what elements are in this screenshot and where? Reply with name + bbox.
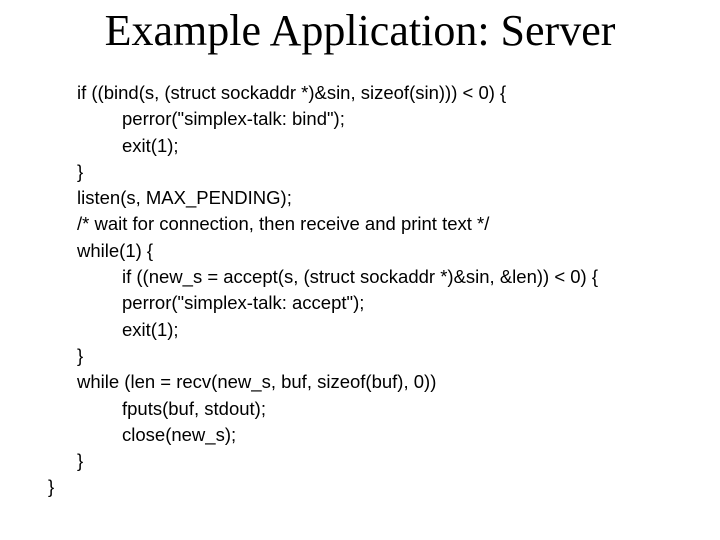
code-line: if ((bind(s, (struct sockaddr *)&sin, si… — [77, 82, 507, 103]
code-line: } — [77, 344, 84, 366]
code-block: if ((bind(s, (struct sockaddr *)&sin, si… — [48, 80, 598, 501]
code-line: if ((new_s = accept(s, (struct sockaddr … — [122, 266, 599, 288]
code-line: } — [48, 476, 55, 498]
code-line: /* wait for connection, then receive and… — [77, 213, 490, 235]
code-line: } — [77, 160, 84, 182]
code-line: close(new_s); — [122, 423, 237, 445]
code-line: listen(s, MAX_PENDING); — [77, 187, 292, 209]
slide-title: Example Application: Server — [104, 6, 616, 55]
code-line: } — [77, 450, 84, 472]
code-line: fputs(buf, stdout); — [122, 397, 266, 419]
code-line: perror("simplex-talk: accept"); — [122, 292, 365, 314]
code-line: while (len = recv(new_s, buf, sizeof(buf… — [77, 371, 437, 393]
code-line: while(1) { — [77, 239, 154, 261]
code-line: exit(1); — [122, 318, 179, 340]
code-line: exit(1); — [122, 134, 179, 156]
code-line: perror("simplex-talk: bind"); — [122, 108, 345, 130]
